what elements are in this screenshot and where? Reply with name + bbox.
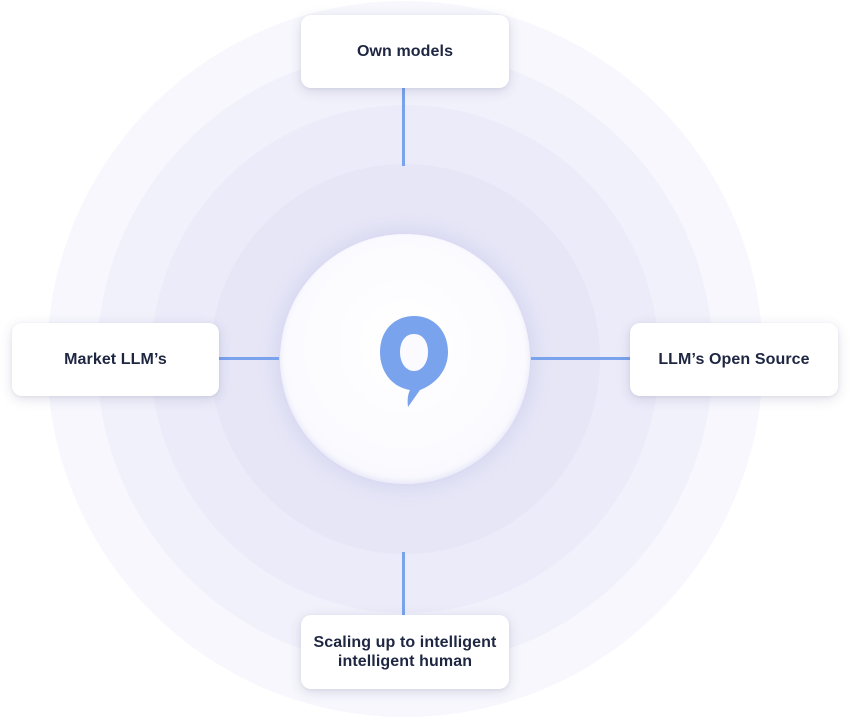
node-label-own-models: Own models <box>356 43 454 60</box>
node-card-right: LLM’s Open Source <box>630 323 838 396</box>
connector-left <box>219 357 279 360</box>
connector-bottom <box>402 552 405 616</box>
node-card-top: Own models <box>301 15 509 88</box>
node-label-market-llms: Market LLM’s <box>64 351 167 368</box>
node-card-left: Market LLM’s <box>12 323 219 396</box>
node-card-bottom: Scaling up to intelligent intelligent hu… <box>301 615 509 689</box>
node-label-llms-open-source: LLM’s Open Source <box>658 351 810 368</box>
connector-top <box>402 88 405 166</box>
connector-right <box>531 357 631 360</box>
node-label-scaling-up: Scaling up to intelligent intelligent hu… <box>313 634 497 670</box>
speech-bubble-logo-icon <box>380 316 448 407</box>
